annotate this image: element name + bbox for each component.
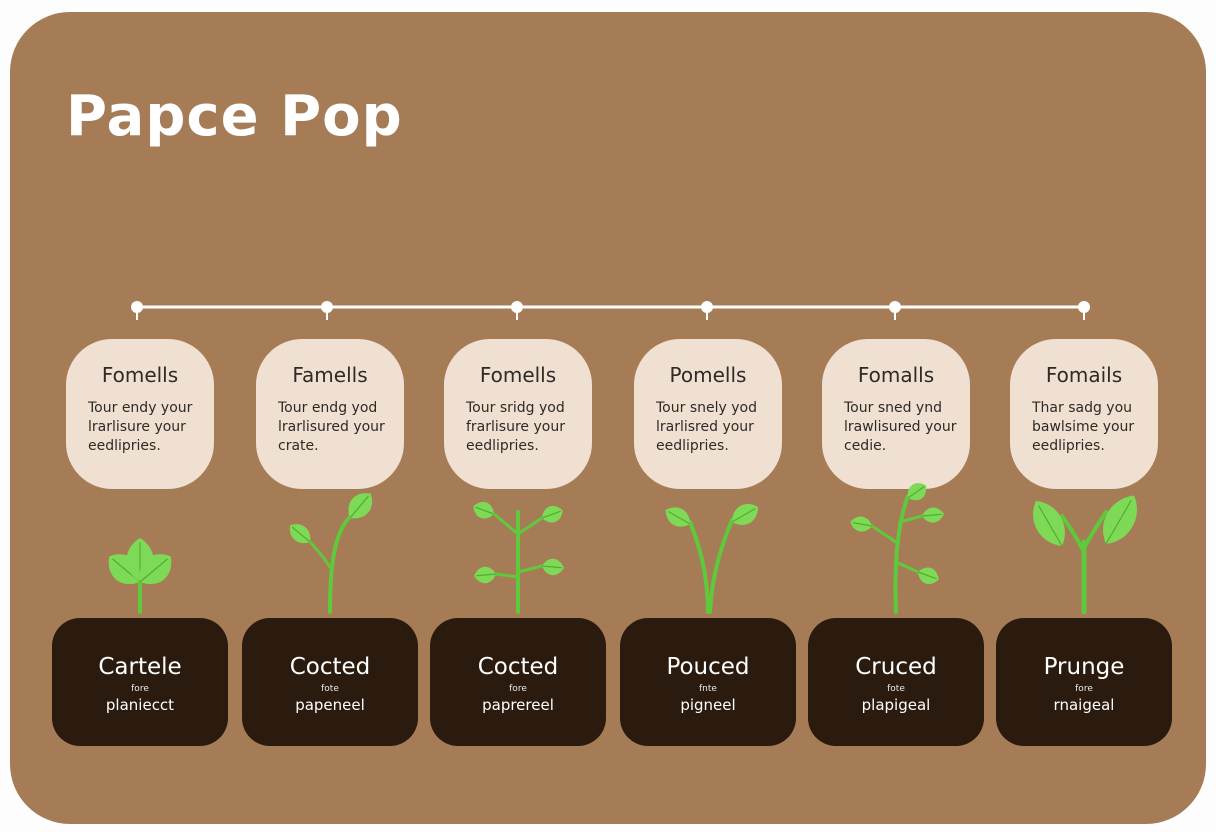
soil-label: Cartele <box>98 654 182 680</box>
stage-5: Fomalls Tour sned ynd lrawlisured your c… <box>808 12 984 824</box>
soil-caption: papeneel <box>295 696 365 714</box>
stage-title: Famells <box>292 363 368 387</box>
soil-label: Cocted <box>289 654 371 680</box>
stage-bubble: Fomalls Tour sned ynd lrawlisured your c… <box>822 339 970 489</box>
soil-block: Cruced fote plapigeal <box>808 618 984 746</box>
soil-label: Pouced <box>666 654 750 680</box>
leafy-seedling-icon <box>108 538 172 614</box>
stage-1: Fomells Tour endy your lrarlisure your e… <box>52 12 228 824</box>
stage-title: Fomells <box>101 363 179 387</box>
stage-3: Fomells Tour sridg yod frarlisure your e… <box>430 12 606 824</box>
soil-block: Cocted fore paprereel <box>430 618 606 746</box>
branching-sprout-icon <box>473 501 564 614</box>
stage-bubble: Pomells Tour snely yod lrarlisred your e… <box>634 339 782 489</box>
timeline <box>131 301 1090 320</box>
soil-sublabel: fnte <box>699 684 717 694</box>
stage-description: Tour endg yod lrarlisured your crate. <box>278 400 385 454</box>
stage-description: Tour endy your lrarlisure your eedliprie… <box>88 400 193 454</box>
soil-label: Cocted <box>477 654 559 680</box>
tall-sprout-icon <box>850 483 944 614</box>
stage-title: Pomells <box>669 363 747 387</box>
two-leaf-sprout-icon <box>289 493 372 614</box>
soil-block: Cocted fote papeneel <box>242 618 418 746</box>
soil-sublabel: fore <box>509 684 527 694</box>
timeline-node <box>131 301 143 320</box>
stage-description: Tour snely yod lrarlisred your eedliprie… <box>656 400 757 454</box>
stage-6: Fomails Thar sadg you bawlsime your eedl… <box>996 12 1172 824</box>
soil-caption: plapigeal <box>861 696 931 714</box>
page-title: Papce Pop <box>66 84 403 149</box>
stage-description: Thar sadg you bawlsime your eedlipries. <box>1032 400 1135 454</box>
timeline-node <box>321 301 333 320</box>
stage-title: Fomells <box>479 363 557 387</box>
soil-caption: paprereel <box>482 696 554 714</box>
stage-title: Fomalls <box>857 363 935 387</box>
soil-caption: rnaigeal <box>1053 696 1115 714</box>
soil-sublabel: fote <box>321 684 339 694</box>
stage-description: Tour sridg yod frarlisure your eedliprie… <box>466 400 565 454</box>
soil-label: Prunge <box>1043 654 1125 680</box>
timeline-node <box>701 301 713 320</box>
soil-label: Cruced <box>855 654 937 680</box>
stage-bubble: Fomells Tour sridg yod frarlisure your e… <box>444 339 592 489</box>
stage-4: Pomells Tour snely yod lrarlisred your e… <box>620 12 796 824</box>
stage-2: Famells Tour endg yod lrarlisured your c… <box>242 12 418 824</box>
stage-bubble: Fomells Tour endy your lrarlisure your e… <box>66 339 214 489</box>
soil-caption: planiecct <box>105 696 175 714</box>
soil-block: Prunge fore rnaigeal <box>996 618 1172 746</box>
soil-sublabel: fote <box>887 684 905 694</box>
diagram-canvas: Papce Pop Fomells Tour endy your lrarlis… <box>10 12 1206 824</box>
stage-title: Fomails <box>1045 363 1123 387</box>
soil-sublabel: fore <box>131 684 149 694</box>
timeline-node <box>511 301 523 320</box>
soil-sublabel: fore <box>1075 684 1093 694</box>
stage-bubble: Fomails Thar sadg you bawlsime your eedl… <box>1010 339 1158 489</box>
soil-block: Cartele fore planiecct <box>52 618 228 746</box>
soil-block: Pouced fnte pigneel <box>620 618 796 746</box>
stage-description: Tour sned ynd lrawlisured your cedie. <box>844 400 957 454</box>
soil-caption: pigneel <box>680 696 736 714</box>
timeline-node <box>889 301 901 320</box>
large-leaf-sprout-icon <box>1033 495 1137 614</box>
stage-bubble: Famells Tour endg yod lrarlisured your c… <box>256 339 404 489</box>
forked-sprout-icon <box>665 504 758 614</box>
timeline-node <box>1078 301 1090 320</box>
